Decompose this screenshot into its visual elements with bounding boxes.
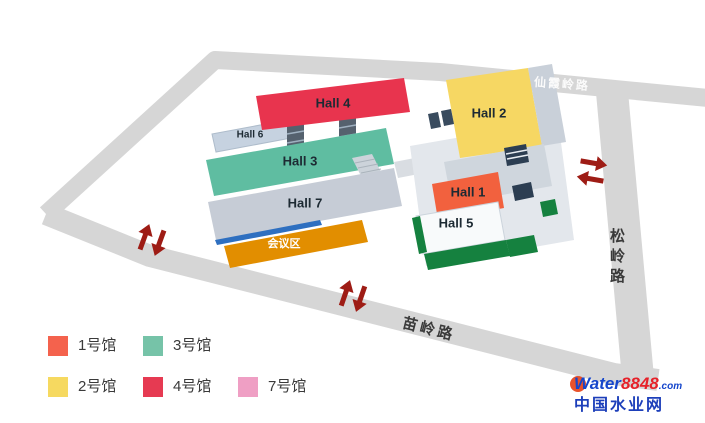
hall4-shape bbox=[256, 78, 410, 130]
greenery-west bbox=[412, 216, 427, 254]
road-east bbox=[596, 90, 654, 380]
hall3-shape bbox=[206, 128, 394, 196]
entrance-structure-c bbox=[504, 144, 529, 166]
greenery-east bbox=[540, 199, 558, 217]
entrance-structure-d bbox=[512, 182, 534, 201]
legend-label-hall7: 7号馆 bbox=[268, 378, 307, 395]
legend-swatch-hall7 bbox=[238, 377, 258, 397]
legend-swatch-hall3 bbox=[143, 336, 163, 356]
legend-swatch-hall4 bbox=[143, 377, 163, 397]
legend-swatch-hall1 bbox=[48, 336, 68, 356]
hall2-shape bbox=[446, 68, 542, 158]
entrance-structure-a bbox=[428, 112, 441, 129]
legend: 1号馆 3号馆 2号馆 4号馆 7号馆 bbox=[48, 336, 333, 418]
hall6-label: Hall 6 bbox=[237, 130, 264, 141]
conference-area-label: 会议区 bbox=[268, 236, 301, 250]
legend-row-1: 1号馆 3号馆 bbox=[48, 336, 333, 356]
road-north-west bbox=[39, 51, 705, 221]
conference-area-shape bbox=[224, 220, 368, 268]
hall4-label: Hall 4 bbox=[316, 95, 351, 110]
hall2-label: Hall 2 bbox=[472, 105, 507, 120]
hall1-label: Hall 1 bbox=[451, 184, 486, 199]
entrance-structure-b bbox=[441, 109, 454, 126]
entrance-arrows-west bbox=[137, 224, 167, 256]
legend-label-hall1: 1号馆 bbox=[78, 337, 117, 354]
legend-item-hall1: 1号馆 bbox=[48, 336, 143, 356]
hall7-label: Hall 7 bbox=[288, 195, 323, 210]
legend-item-hall2: 2号馆 bbox=[48, 377, 143, 397]
greenery-southeast bbox=[506, 235, 538, 257]
legend-label-hall3: 3号馆 bbox=[173, 337, 212, 354]
watermark-logo: Water8848.com 中国水业网 bbox=[570, 374, 704, 416]
watermark-brand-number: 8848 bbox=[620, 374, 659, 393]
legend-item-hall4: 4号馆 bbox=[143, 377, 238, 397]
legend-item-hall3: 3号馆 bbox=[143, 336, 238, 356]
watermark-badge-icon bbox=[570, 376, 586, 392]
hall2-side-wing bbox=[528, 64, 566, 146]
watermark-brand-prefix: Water bbox=[574, 374, 621, 393]
road-label-songling: 松岭路 bbox=[608, 228, 625, 288]
legend-row-2: 2号馆 4号馆 7号馆 bbox=[48, 377, 333, 397]
legend-label-hall2: 2号馆 bbox=[78, 378, 117, 395]
watermark-brand: Water8848.com bbox=[570, 374, 704, 396]
legend-swatch-hall2 bbox=[48, 377, 68, 397]
legend-item-hall7: 7号馆 bbox=[238, 377, 333, 397]
entrance-arrows-south bbox=[338, 280, 368, 312]
hall7-blue-edge bbox=[215, 220, 322, 245]
entrance-arrows-east bbox=[576, 156, 608, 186]
watermark-site-name: 中国水业网 bbox=[574, 397, 665, 414]
hall7-shape bbox=[208, 168, 402, 240]
watermark-brand-tld: .com bbox=[658, 381, 683, 392]
hall5-label: Hall 5 bbox=[439, 215, 474, 230]
hall3-label: Hall 3 bbox=[283, 153, 318, 168]
legend-label-hall4: 4号馆 bbox=[173, 378, 212, 395]
greenery-south bbox=[424, 240, 510, 270]
